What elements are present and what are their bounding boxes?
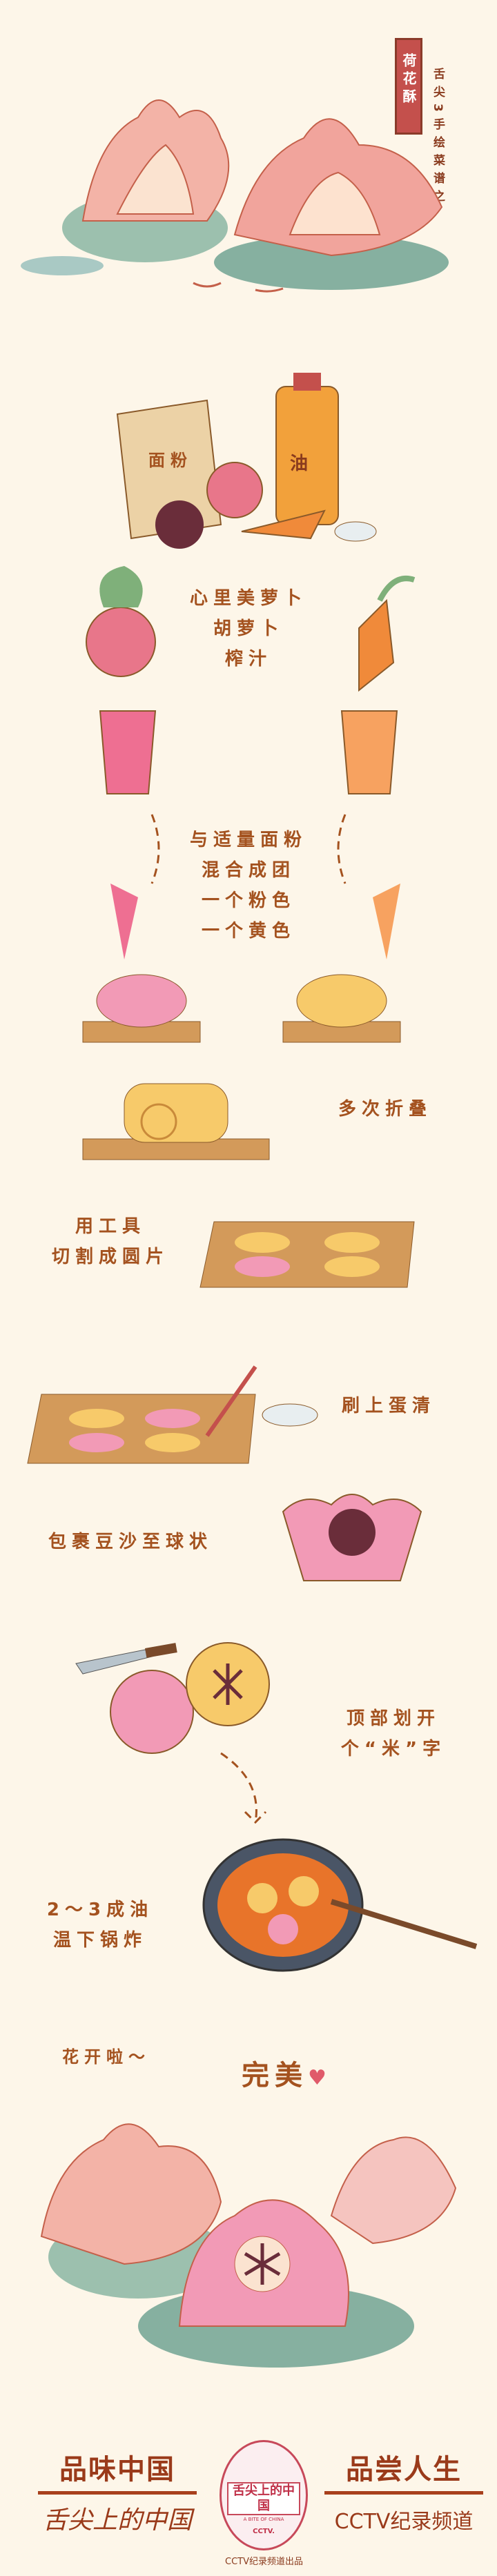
folded-dough-illustration [82,1083,270,1160]
dough-illustration [82,884,401,1043]
bloom-text: 花开啦～ [62,2047,150,2067]
frying-pot-illustration [202,1838,478,1972]
juice-line-1: 心里美萝卜 [189,588,307,609]
bottom-lotus-illustration [40,2123,457,2368]
mix-line-1: 与适量面粉 [189,830,307,850]
knife-and-balls-illustration [75,1642,270,1754]
score-line-1: 顶部划开 [346,1708,440,1729]
mix-step-text: 与适量面粉 混合成团 一个粉色 一个黄色 [166,825,331,946]
footer-left: 品味中国 舌尖上的中国 [38,2447,197,2536]
score-step-text: 顶部划开 个“米”字 [324,1704,462,1764]
down-arrow [220,1752,267,1824]
cut-step-text: 用工具 切割成圆片 [41,1211,179,1272]
oil-bottle-label: 油 [290,453,314,474]
fry-line-2: 温下锅炸 [52,1930,147,1951]
bite-of-china-seal: 舌尖上的中国 A BITE OF CHINA CCTV. [220,2440,308,2550]
wrap-step-text: 包裹豆沙至球状 [48,1532,213,1552]
brush-egg-illustration [27,1365,318,1464]
seal-english: A BITE OF CHINA [243,2517,284,2522]
mix-line-4: 一个黄色 [201,921,295,941]
ingredients-illustration [116,373,377,549]
producer-credit: CCTV纪录频道出品 [225,2557,303,2567]
wrapped-dough-illustration [282,1494,422,1581]
cut-line-1: 用工具 [75,1216,146,1237]
mix-line-3: 一个粉色 [201,890,295,911]
done-label: 完美 [242,2060,308,2091]
left-slogan: 品味中国 [38,2447,197,2495]
fold-step-text: 多次折叠 [338,1099,433,1120]
seal-title: 舌尖上的中国 [227,2482,300,2515]
channel-name: CCTV纪录频道 [334,2510,474,2534]
fry-line-1: 2～3成油 [46,1900,154,1920]
top-lotus-illustration [21,99,449,293]
mix-line-2: 混合成团 [201,860,295,881]
done-text: 完美♥ [242,2060,332,2094]
heart-icon: ♥ [308,2066,332,2090]
juice-line-2: 胡萝卜 [213,618,284,639]
title-box: 荷花酥 [395,38,422,135]
footer-right: 品尝人生 CCTV纪录频道 [324,2447,483,2535]
page-subtitle: 舌尖3手绘菜谱之 [431,68,445,208]
page-title: 荷花酥 [400,53,417,107]
dashed-arrows [150,814,347,884]
left-script-logo: 舌尖上的中国 [42,2506,192,2535]
fry-step-text: 2～3成油 温下锅炸 [41,1895,159,1955]
radish-and-carrot-illustration [86,566,416,794]
score-line-2: 个“米”字 [340,1739,447,1759]
flour-bag-label: 面粉 [148,451,193,470]
cut-line-2: 切割成圆片 [51,1247,169,1267]
seal-cctv: CCTV. [253,2528,275,2535]
juice-step-text: 心里美萝卜 胡萝卜 榨汁 [173,583,324,674]
juice-line-3: 榨汁 [224,649,272,670]
right-slogan: 品尝人生 [324,2447,483,2495]
brush-step-text: 刷上蛋清 [342,1396,436,1416]
cut-circles-illustration [199,1221,415,1288]
